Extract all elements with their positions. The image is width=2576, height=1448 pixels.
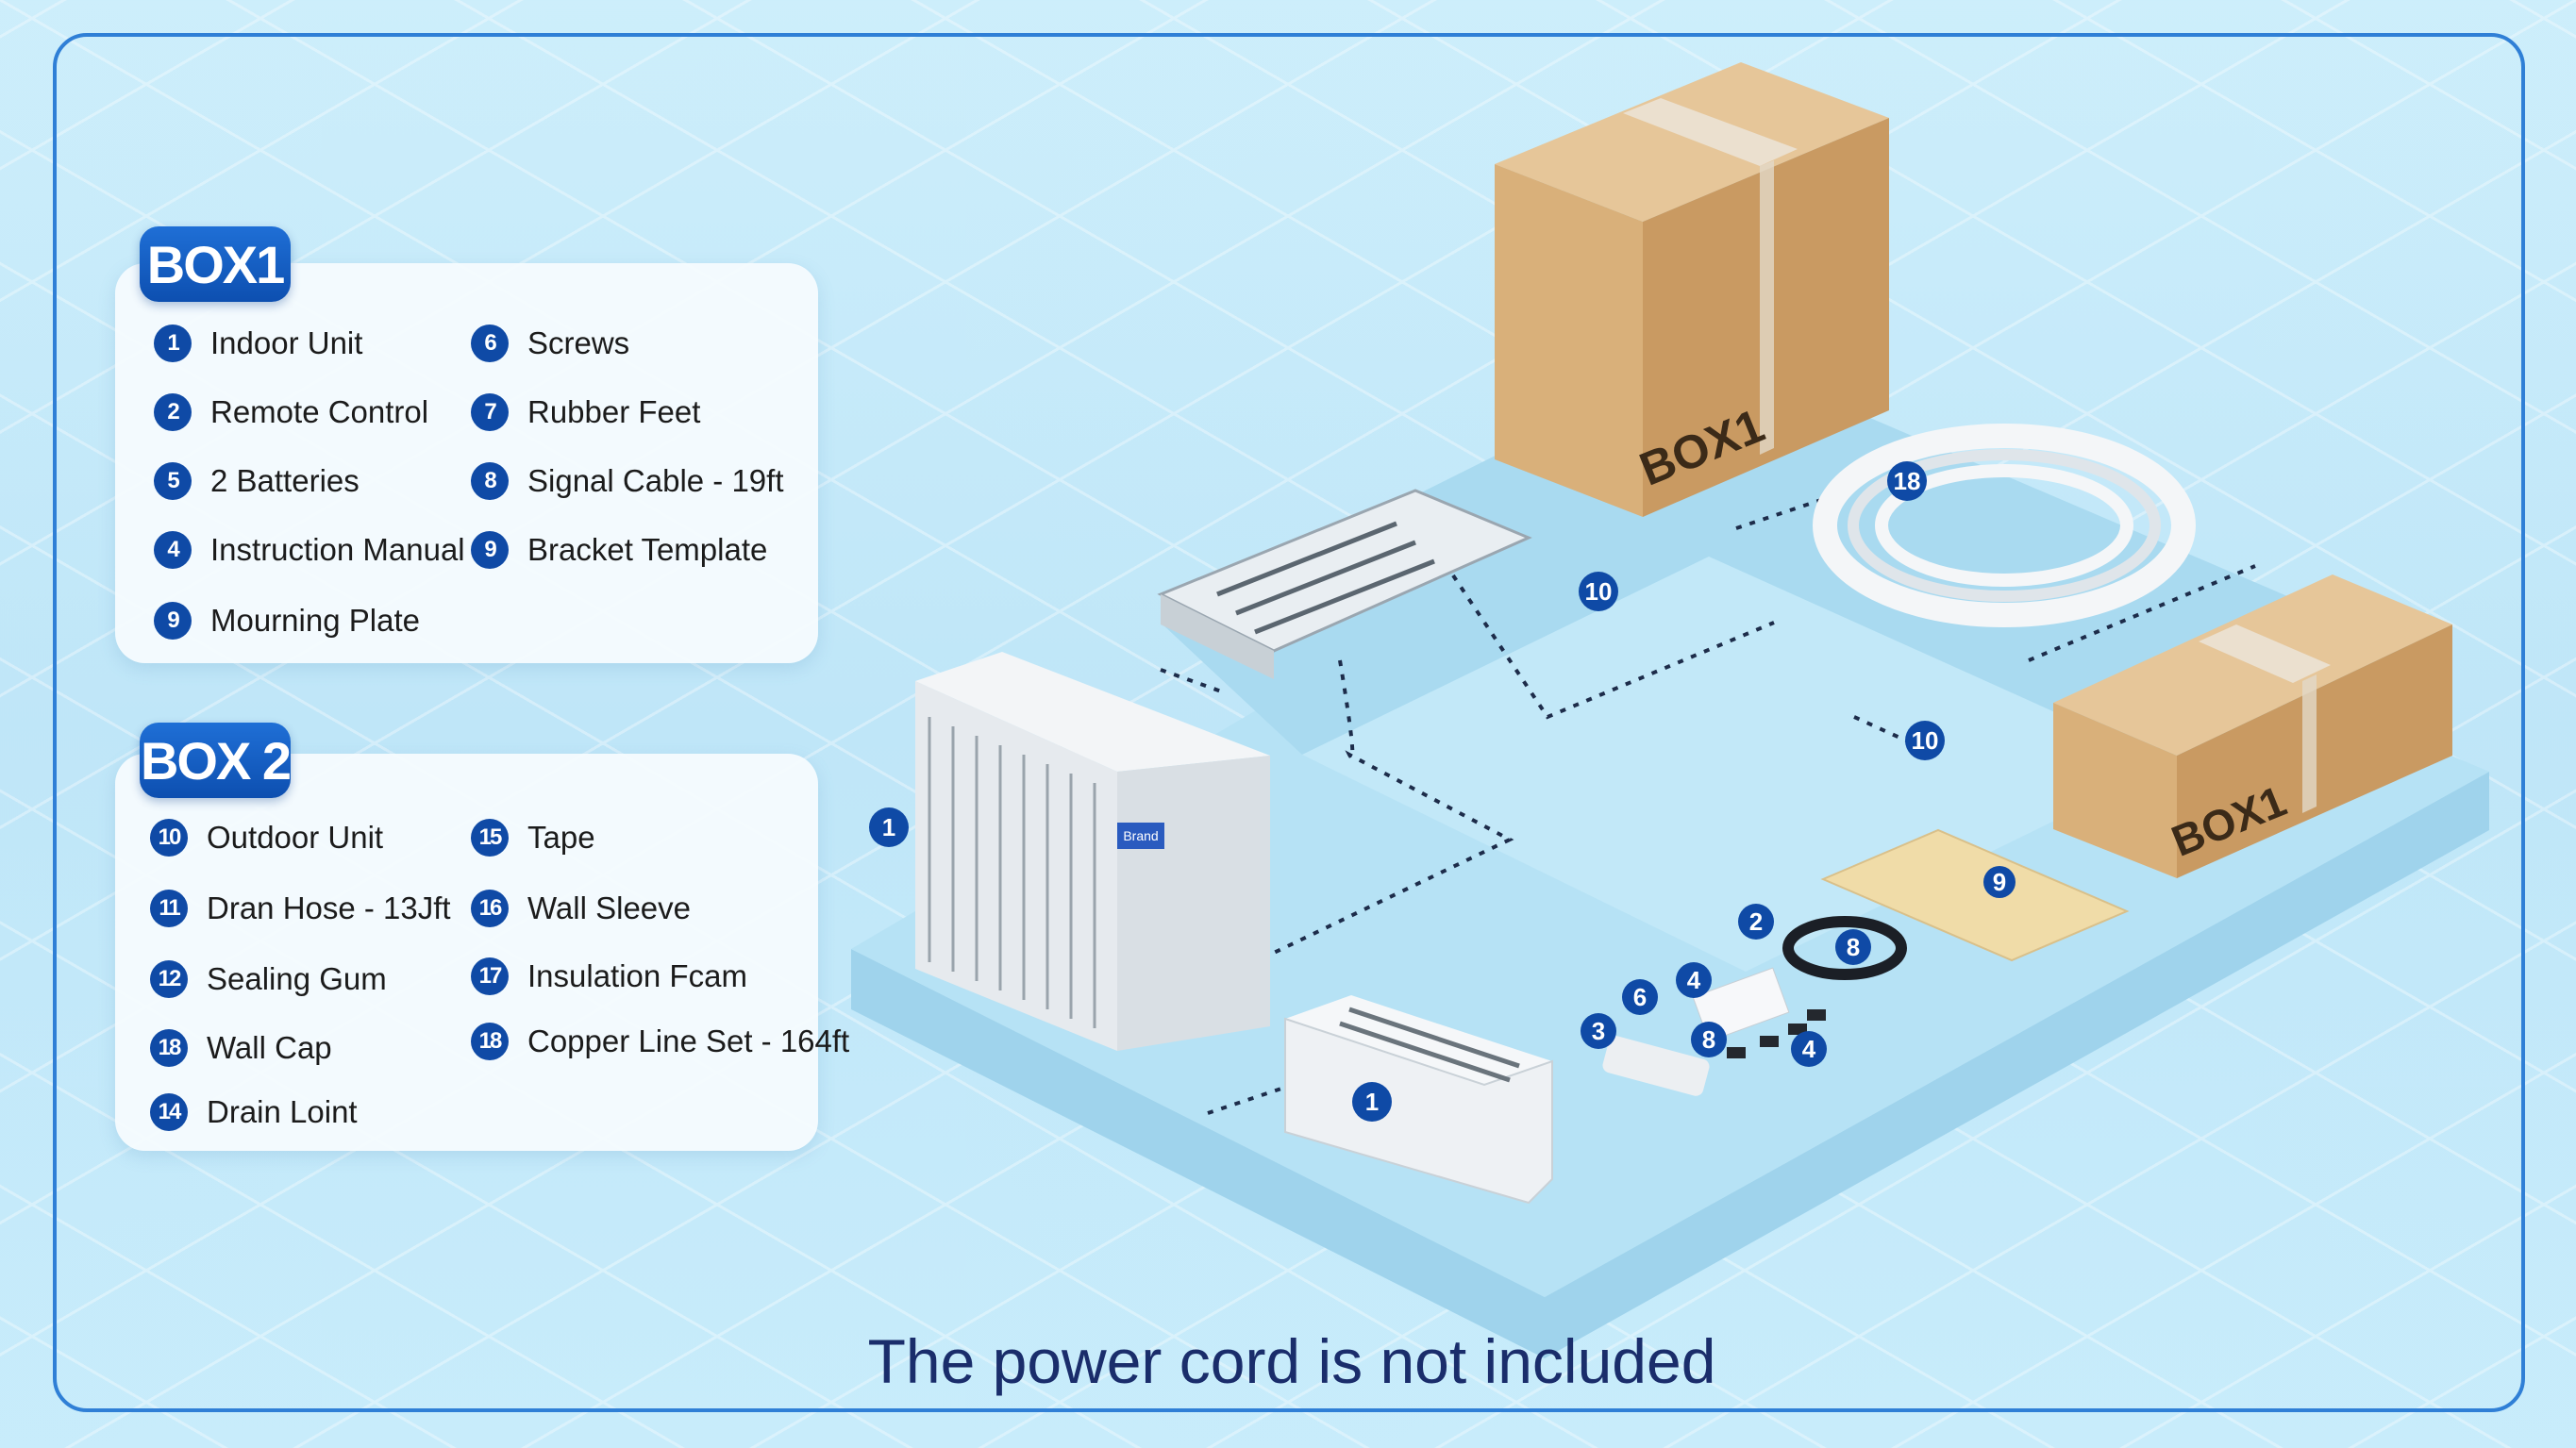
list-item: 12 Sealing Gum xyxy=(150,956,387,1003)
power-cord-notice: The power cord is not included xyxy=(867,1326,1716,1396)
callout-manual: 4 xyxy=(1676,962,1712,998)
callout-manual-2: 4 xyxy=(1791,1031,1827,1067)
item-label: Instruction Manual xyxy=(210,532,465,567)
item-number: 7 xyxy=(471,393,509,431)
callout-remote: 2 xyxy=(1738,904,1774,940)
list-item: 1 Indoor Unit xyxy=(154,320,362,367)
svg-text:8: 8 xyxy=(1847,933,1860,961)
callouts: 1 10 10 18 1 2 8 4 6 3 8 4 9 xyxy=(869,461,2016,1122)
svg-text:2: 2 xyxy=(1749,907,1763,936)
list-item: 10 Outdoor Unit xyxy=(150,814,383,861)
list-item: 14 Drain Loint xyxy=(150,1089,358,1136)
item-label: Rubber Feet xyxy=(527,394,701,429)
copper-line-coil xyxy=(1813,424,2196,627)
callout-signal-cable: 8 xyxy=(1835,929,1871,965)
item-number: 5 xyxy=(154,462,192,500)
item-number: 10 xyxy=(150,819,188,857)
item-label: Bracket Template xyxy=(527,532,768,567)
mounting-plate xyxy=(1157,489,1532,679)
callout-indoor-unit-2: 1 xyxy=(1352,1082,1392,1122)
item-number: 14 xyxy=(150,1093,188,1131)
svg-text:4: 4 xyxy=(1802,1035,1816,1063)
box2-badge: BOX 2 xyxy=(140,723,292,798)
list-item: 2 Remote Control xyxy=(154,389,428,436)
item-label: Tape xyxy=(527,820,595,855)
box1-panel xyxy=(115,263,818,663)
item-number: 11 xyxy=(150,890,188,927)
svg-text:10: 10 xyxy=(1912,726,1939,755)
item-label: 2 Batteries xyxy=(210,463,360,498)
item-number: 2 xyxy=(154,393,192,431)
list-item: 17 Insulation Fcam xyxy=(471,953,747,1000)
item-number: 17 xyxy=(471,957,509,995)
svg-text:3: 3 xyxy=(1592,1017,1605,1045)
list-item: 18 Wall Cap xyxy=(150,1024,332,1072)
svg-text:9: 9 xyxy=(1993,868,2006,896)
item-number: 1 xyxy=(154,325,192,362)
accessories xyxy=(1602,828,2130,1096)
item-number: 4 xyxy=(154,531,192,569)
item-number: 18 xyxy=(471,1023,509,1060)
indoor-unit xyxy=(1284,995,1553,1205)
item-number: 6 xyxy=(471,325,509,362)
outdoor-unit: Brand xyxy=(915,652,1270,1051)
list-item: 5 2 Batteries xyxy=(154,458,360,505)
item-label: Copper Line Set - 164ft xyxy=(527,1024,850,1058)
item-label: Dran Hose - 13Jft xyxy=(207,890,451,925)
svg-text:1: 1 xyxy=(882,813,895,841)
item-label: Drain Loint xyxy=(207,1094,358,1129)
box2-panel xyxy=(115,754,818,1151)
svg-text:18: 18 xyxy=(1894,467,1921,495)
list-item: 7 Rubber Feet xyxy=(471,389,700,436)
item-number: 9 xyxy=(154,602,192,640)
item-label: Signal Cable - 19ft xyxy=(527,463,784,498)
item-label: Screws xyxy=(527,325,630,360)
item-number: 18 xyxy=(150,1029,188,1067)
item-label: Insulation Fcam xyxy=(527,958,747,993)
list-item: 18 Copper Line Set - 164ft xyxy=(471,1018,849,1065)
svg-text:1: 1 xyxy=(1365,1088,1379,1116)
item-number: 15 xyxy=(471,819,509,857)
svg-text:4: 4 xyxy=(1687,966,1701,994)
item-label: Sealing Gum xyxy=(207,961,387,996)
list-item: 9 Mourning Plate xyxy=(154,597,420,644)
raised-back-area xyxy=(1161,349,2416,764)
item-label: Indoor Unit xyxy=(210,325,363,360)
box1-badge: BOX1 xyxy=(140,226,291,302)
list-item: 8 Signal Cable - 19ft xyxy=(471,458,784,505)
list-item: 9 Bracket Template xyxy=(471,526,767,574)
list-item: 4 Instruction Manual xyxy=(154,526,465,574)
item-number: 16 xyxy=(471,890,509,927)
item-label: Wall Cap xyxy=(207,1030,332,1065)
item-label: Outdoor Unit xyxy=(207,820,384,855)
callout-template: 9 xyxy=(1983,866,2016,898)
list-item: 11 Dran Hose - 13Jft xyxy=(150,885,451,932)
callout-indoor-unit: 1 xyxy=(869,807,909,847)
unit-brand-label: Brand xyxy=(1123,828,1158,843)
item-number: 12 xyxy=(150,960,188,998)
svg-text:6: 6 xyxy=(1633,983,1647,1011)
callout-outdoor-1: 10 xyxy=(1579,572,1618,611)
callout-cable-2: 8 xyxy=(1691,1022,1727,1057)
callout-copper-line: 18 xyxy=(1887,461,1927,501)
list-item: 16 Wall Sleeve xyxy=(471,885,691,932)
list-item: 15 Tape xyxy=(471,814,595,861)
tape-roll xyxy=(1782,916,1907,980)
item-number: 9 xyxy=(471,531,509,569)
item-label: Remote Control xyxy=(210,394,429,429)
frame-border xyxy=(53,33,2525,1412)
callout-screws: 6 xyxy=(1622,979,1658,1015)
svg-text:10: 10 xyxy=(1585,577,1613,606)
list-item: 6 Screws xyxy=(471,320,629,367)
item-label: Mourning Plate xyxy=(210,603,420,638)
callout-batteries: 3 xyxy=(1581,1013,1616,1049)
svg-text:8: 8 xyxy=(1702,1025,1715,1054)
item-number: 8 xyxy=(471,462,509,500)
callout-outdoor-2: 10 xyxy=(1905,721,1945,760)
platform-side xyxy=(851,772,2489,1358)
item-label: Wall Sleeve xyxy=(527,890,692,925)
small-box: BOX1 xyxy=(2053,574,2452,878)
